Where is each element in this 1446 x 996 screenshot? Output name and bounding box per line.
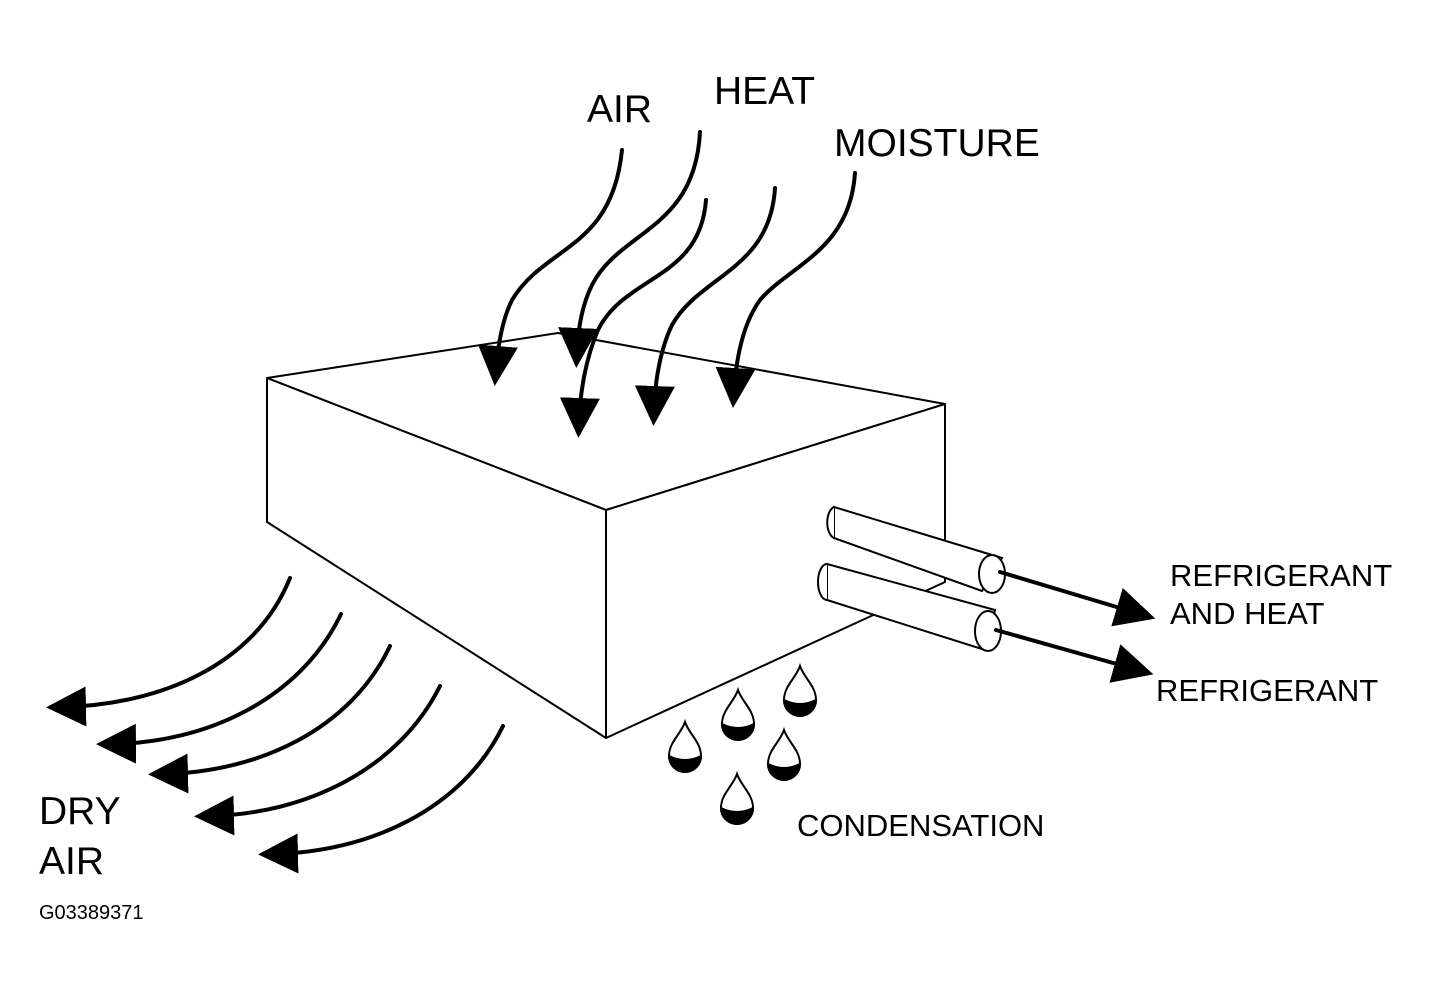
moisture-arrow-1 [634, 186, 777, 426]
upper-tube [826, 505, 1006, 594]
refrigerant-and-heat-label-line1: REFRIGERANT [1170, 558, 1393, 593]
refrigerant-label: REFRIGERANT [1156, 673, 1379, 708]
refrigerant-tubes [817, 505, 1006, 652]
lower-tube [817, 562, 1002, 652]
drop-icon [667, 718, 703, 773]
heat-arrow-1 [558, 130, 702, 368]
drop-icon [782, 662, 818, 717]
heat-label: HEAT [714, 70, 816, 113]
moisture-arrow-2 [715, 171, 857, 408]
moisture-label: MOISTURE [834, 122, 1040, 165]
refrigerant-and-heat-arrow [998, 570, 1156, 627]
air-label: AIR [587, 88, 653, 131]
dry-air-arrow-5 [258, 724, 505, 874]
dry-air-arrow-1 [46, 576, 292, 727]
drop-icon [720, 686, 756, 741]
dry-air-arrow-2 [96, 612, 343, 764]
figure-id: G03389371 [39, 902, 144, 924]
drop-icon [719, 770, 755, 825]
condensation-label: CONDENSATION [797, 808, 1045, 843]
air-arrow [477, 148, 624, 386]
incoming-arrows [477, 130, 857, 438]
outgoing-refrigerant-arrows [994, 570, 1156, 683]
evaporator-box [266, 332, 946, 739]
dry-air-label-line1: DRY [39, 790, 121, 833]
refrigerant-and-heat-label-line2: AND HEAT [1170, 596, 1325, 631]
dry-air-arrow-4 [194, 684, 442, 836]
condensation-drops [667, 662, 818, 825]
dry-air-arrows [46, 576, 505, 874]
drop-icon [766, 726, 802, 781]
refrigerant-arrow [994, 628, 1154, 683]
heat-arrow-2 [559, 198, 708, 438]
dry-air-label-line2: AIR [39, 840, 105, 883]
box-right-face [605, 403, 946, 739]
dry-air-arrow-3 [148, 644, 392, 794]
